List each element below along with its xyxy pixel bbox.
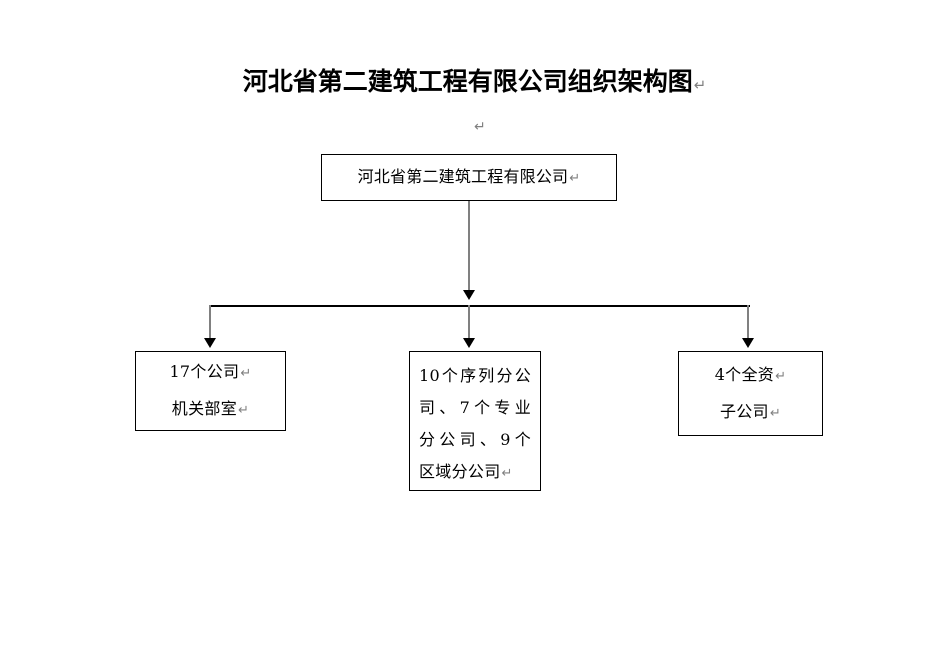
connector-trunk-line — [468, 201, 470, 293]
org-node-branches-line-1: 10个序列分公 — [419, 366, 531, 385]
org-node-departments-line-2: 机关部室↵ — [171, 399, 250, 418]
paragraph-mark-subsidiaries-1: ↵ — [775, 368, 787, 384]
paragraph-mark-spacer: ↵ — [474, 119, 486, 135]
paragraph-mark-root: ↵ — [569, 170, 581, 186]
paragraph-mark-departments-2: ↵ — [238, 403, 250, 418]
connector-right-line — [747, 305, 749, 343]
connector-middle-line — [468, 305, 470, 343]
connector-trunk-arrow-icon — [463, 290, 475, 300]
page-title-text: 河北省第二建筑工程有限公司组织架构图 — [242, 67, 693, 96]
page-title: 河北省第二建筑工程有限公司组织架构图↵ — [0, 62, 949, 98]
org-node-branches-line-3: 分公司、9个 — [419, 430, 531, 449]
connector-left-line — [209, 305, 211, 343]
paragraph-mark-title: ↵ — [693, 76, 707, 94]
connector-left-arrow-icon — [204, 338, 216, 348]
org-node-root-label: 河北省第二建筑工程有限公司↵ — [357, 166, 581, 186]
paragraph-mark-departments-1: ↵ — [240, 366, 252, 381]
paragraph-mark-subsidiaries-2: ↵ — [769, 405, 782, 421]
org-node-subsidiaries-line-2: 子公司↵ — [719, 401, 782, 421]
org-node-departments[interactable]: 17个公司↵ 机关部室↵ — [135, 351, 286, 431]
connector-middle-arrow-icon — [463, 338, 475, 348]
connector-horizontal-bar — [210, 305, 750, 307]
paragraph-mark-branches: ↵ — [501, 466, 513, 481]
org-node-company-root[interactable]: 河北省第二建筑工程有限公司↵ — [321, 154, 617, 201]
org-node-branches[interactable]: 10个序列分公 司、7个专业 分公司、9个 区域分公司↵ — [409, 351, 541, 491]
org-node-branches-line-4: 区域分公司↵ — [419, 462, 513, 481]
org-node-departments-line-1: 17个公司↵ — [169, 362, 252, 381]
org-node-subsidiaries[interactable]: 4个全资↵ 子公司↵ — [678, 351, 823, 436]
org-node-branches-line-2: 司、7个专业 — [419, 398, 531, 417]
connector-right-arrow-icon — [742, 338, 754, 348]
org-node-subsidiaries-line-1: 4个全资↵ — [714, 364, 787, 384]
